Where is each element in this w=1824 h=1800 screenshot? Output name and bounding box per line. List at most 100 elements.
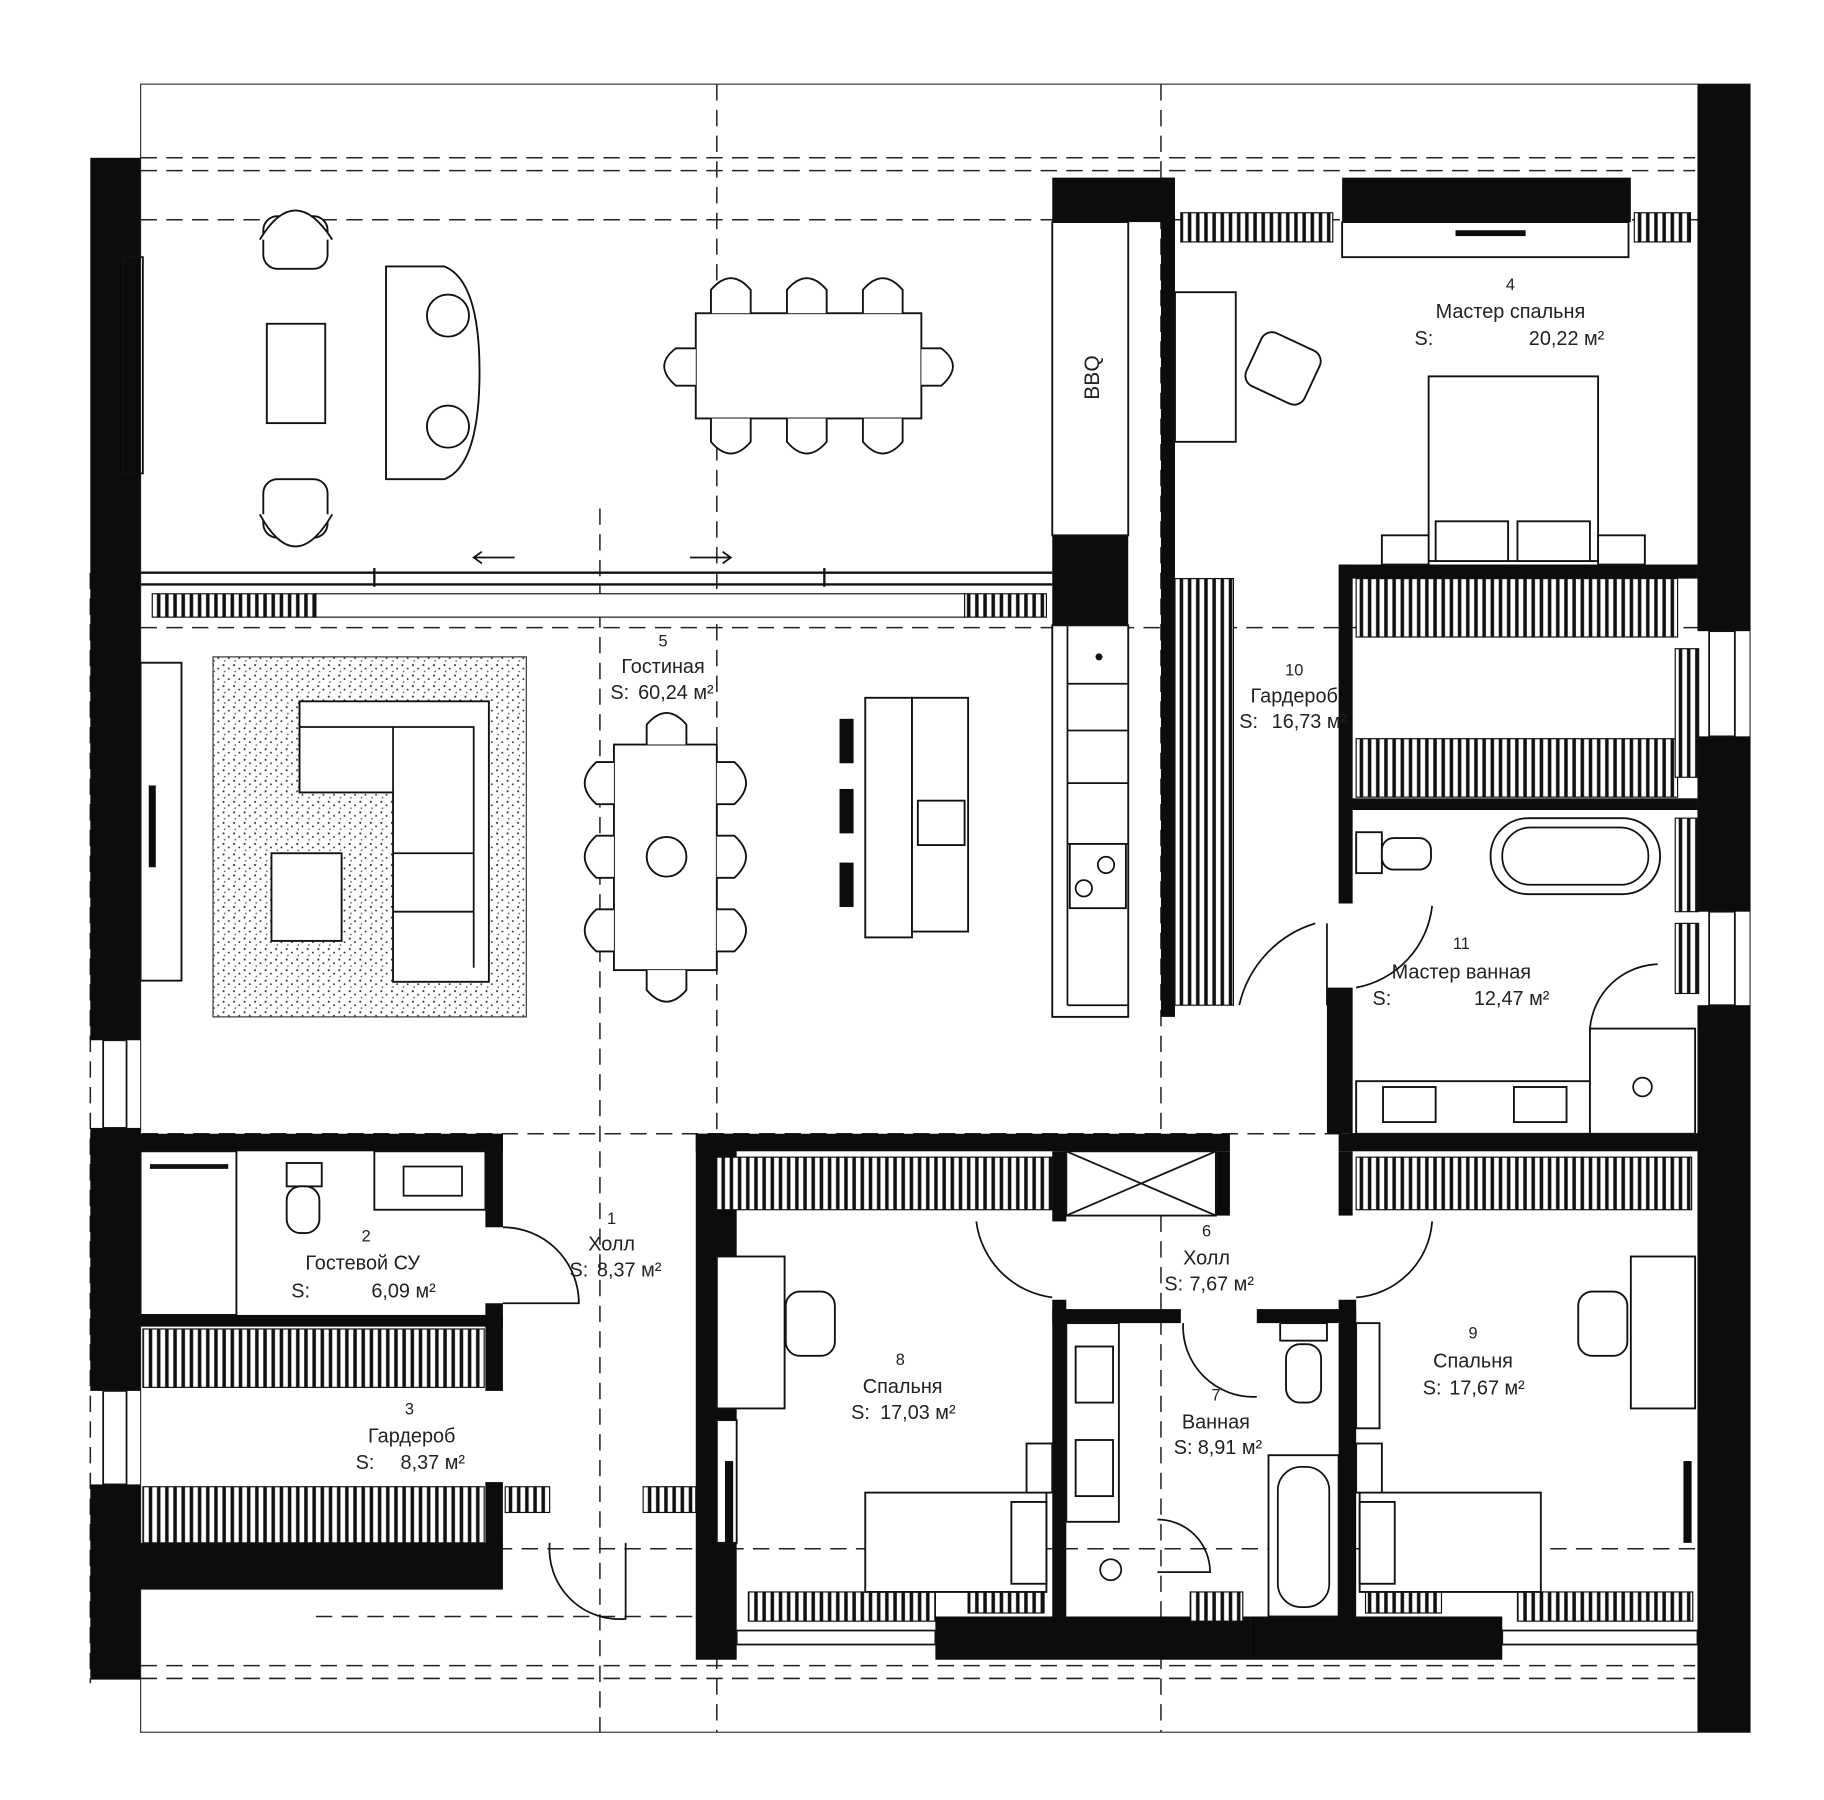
room-11-label: 11 Мастер ванная S: 12,47 м² bbox=[1372, 935, 1549, 1010]
area-prefix: S: bbox=[1174, 1437, 1193, 1459]
chairs bbox=[583, 712, 747, 1003]
room-number: 1 bbox=[607, 1210, 616, 1228]
chairs bbox=[663, 277, 954, 455]
bedrooms-furniture bbox=[715, 1150, 1697, 1618]
room-name: Гостиная bbox=[621, 656, 704, 678]
room-7-label: 7 Ванная S: 8,91 м² bbox=[1174, 1386, 1263, 1459]
entrance-door-swing bbox=[548, 1542, 627, 1620]
room-number: 10 bbox=[1285, 662, 1303, 680]
room-area: 20,22 м² bbox=[1529, 328, 1605, 350]
room-6-label: 6 Холл S: 7,67 м² bbox=[1164, 1223, 1254, 1296]
room-9-label: 9 Спальня S: 17,67 м² bbox=[1423, 1324, 1525, 1399]
room-area: 17,03 м² bbox=[880, 1402, 956, 1424]
tv-icon bbox=[724, 1461, 734, 1543]
room-name: Гардероб bbox=[368, 1425, 455, 1447]
room-number: 6 bbox=[1202, 1223, 1211, 1241]
coffee-table bbox=[265, 322, 327, 425]
room-area: 16,73 м² bbox=[1272, 711, 1348, 733]
room-labels: 1 Холл S: 8,37 м² 2 Гостевой СУ S: 6,09 … bbox=[291, 276, 1604, 1474]
sink-icon bbox=[373, 1150, 487, 1211]
room-area: 8,91 м² bbox=[1198, 1437, 1263, 1459]
area-prefix: S: bbox=[610, 682, 629, 704]
chair-icon bbox=[1577, 1290, 1629, 1357]
sofa-icon bbox=[385, 265, 481, 481]
area-prefix: S: bbox=[291, 1280, 310, 1302]
area-prefix: S: bbox=[570, 1259, 589, 1281]
master-bath-furniture bbox=[1238, 817, 1697, 1135]
shower-icon bbox=[1099, 1558, 1123, 1582]
dining-table bbox=[694, 312, 923, 420]
room-1-label: 1 Холл S: 8,37 м² bbox=[570, 1210, 662, 1282]
area-prefix: S: bbox=[1164, 1273, 1183, 1295]
walls bbox=[90, 84, 1751, 1733]
bar-stool-icon bbox=[839, 862, 854, 908]
area-prefix: S: bbox=[1372, 988, 1391, 1010]
chair-icon bbox=[784, 1290, 836, 1357]
kitchen-island bbox=[864, 696, 913, 939]
room-number: 5 bbox=[658, 632, 667, 650]
room-area: 6,09 м² bbox=[371, 1280, 436, 1302]
room-name: Спальня bbox=[863, 1376, 943, 1398]
tv-unit bbox=[139, 661, 183, 982]
room-name: Спальня bbox=[1433, 1351, 1513, 1373]
bbq-label: BBQ bbox=[1081, 355, 1104, 399]
room-8-label: 8 Спальня S: 17,03 м² bbox=[851, 1351, 956, 1424]
room-area: 12,47 м² bbox=[1474, 988, 1550, 1010]
terrace-furniture bbox=[258, 209, 954, 548]
sliding-arrows-icon bbox=[472, 550, 733, 565]
bar-stool-icon bbox=[839, 718, 854, 764]
door-swing bbox=[502, 1226, 580, 1305]
tv-icon bbox=[1455, 230, 1526, 237]
area-prefix: S: bbox=[1423, 1377, 1442, 1399]
toilet-icon bbox=[1355, 831, 1383, 875]
toilet-icon bbox=[1279, 1322, 1328, 1342]
room-4-label: 4 Мастер спальня S: 20,22 м² bbox=[1415, 276, 1605, 350]
room-2-label: 2 Гостевой СУ S: 6,09 м² bbox=[291, 1227, 436, 1302]
room-number: 7 bbox=[1211, 1386, 1220, 1404]
tv-icon bbox=[1683, 1461, 1692, 1543]
room-number: 9 bbox=[1468, 1324, 1477, 1342]
room-number: 11 bbox=[1453, 935, 1470, 953]
living-furniture bbox=[139, 656, 970, 1018]
cooktop-icon bbox=[1068, 842, 1127, 910]
area-prefix: S: bbox=[1239, 711, 1258, 733]
door-swings bbox=[1238, 905, 1658, 1029]
bar-stool-icon bbox=[839, 788, 854, 834]
room-number: 8 bbox=[896, 1351, 905, 1369]
room-area: 8,37 м² bbox=[597, 1259, 662, 1281]
ottoman bbox=[270, 852, 343, 942]
room-name: Холл bbox=[1183, 1248, 1230, 1270]
room-area: 17,67 м² bbox=[1449, 1377, 1525, 1399]
room-number: 4 bbox=[1506, 276, 1515, 294]
room-name: Холл bbox=[588, 1234, 635, 1256]
sink-icon bbox=[1095, 653, 1103, 661]
toilet-icon bbox=[285, 1162, 323, 1188]
room-number: 2 bbox=[362, 1227, 371, 1245]
desk bbox=[1629, 1255, 1697, 1410]
room-5-label: 5 Гостиная S: 60,24 м² bbox=[610, 632, 714, 704]
desk bbox=[1174, 291, 1237, 443]
room-number: 3 bbox=[405, 1400, 414, 1418]
wardrobes-and-radiators bbox=[142, 212, 1700, 1622]
room-area: 7,67 м² bbox=[1190, 1273, 1255, 1295]
windows bbox=[102, 256, 1736, 1646]
area-prefix: S: bbox=[1415, 328, 1434, 350]
room-name: Ванная bbox=[1182, 1411, 1250, 1433]
room-name: Мастер ванная bbox=[1392, 961, 1531, 983]
shower bbox=[1588, 1027, 1697, 1135]
area-prefix: S: bbox=[851, 1402, 870, 1424]
chair-icon bbox=[1244, 331, 1322, 406]
bathtub-icon bbox=[1489, 817, 1661, 896]
room-name: Гостевой СУ bbox=[305, 1252, 420, 1274]
plant-icon bbox=[645, 835, 688, 878]
room-10-label: 10 Гардероб S: 16,73 м² bbox=[1239, 662, 1347, 734]
tv-icon bbox=[148, 785, 156, 868]
room-area: 8,37 м² bbox=[401, 1452, 466, 1474]
area-prefix: S: bbox=[356, 1452, 375, 1474]
room-name: Гардероб bbox=[1251, 685, 1338, 707]
guest-wc-furniture bbox=[139, 1150, 627, 1620]
room-area: 60,24 м² bbox=[638, 682, 714, 704]
room-3-label: 3 Гардероб S: 8,37 м² bbox=[356, 1400, 466, 1474]
desk bbox=[715, 1255, 786, 1410]
room-name: Мастер спальня bbox=[1436, 301, 1586, 323]
